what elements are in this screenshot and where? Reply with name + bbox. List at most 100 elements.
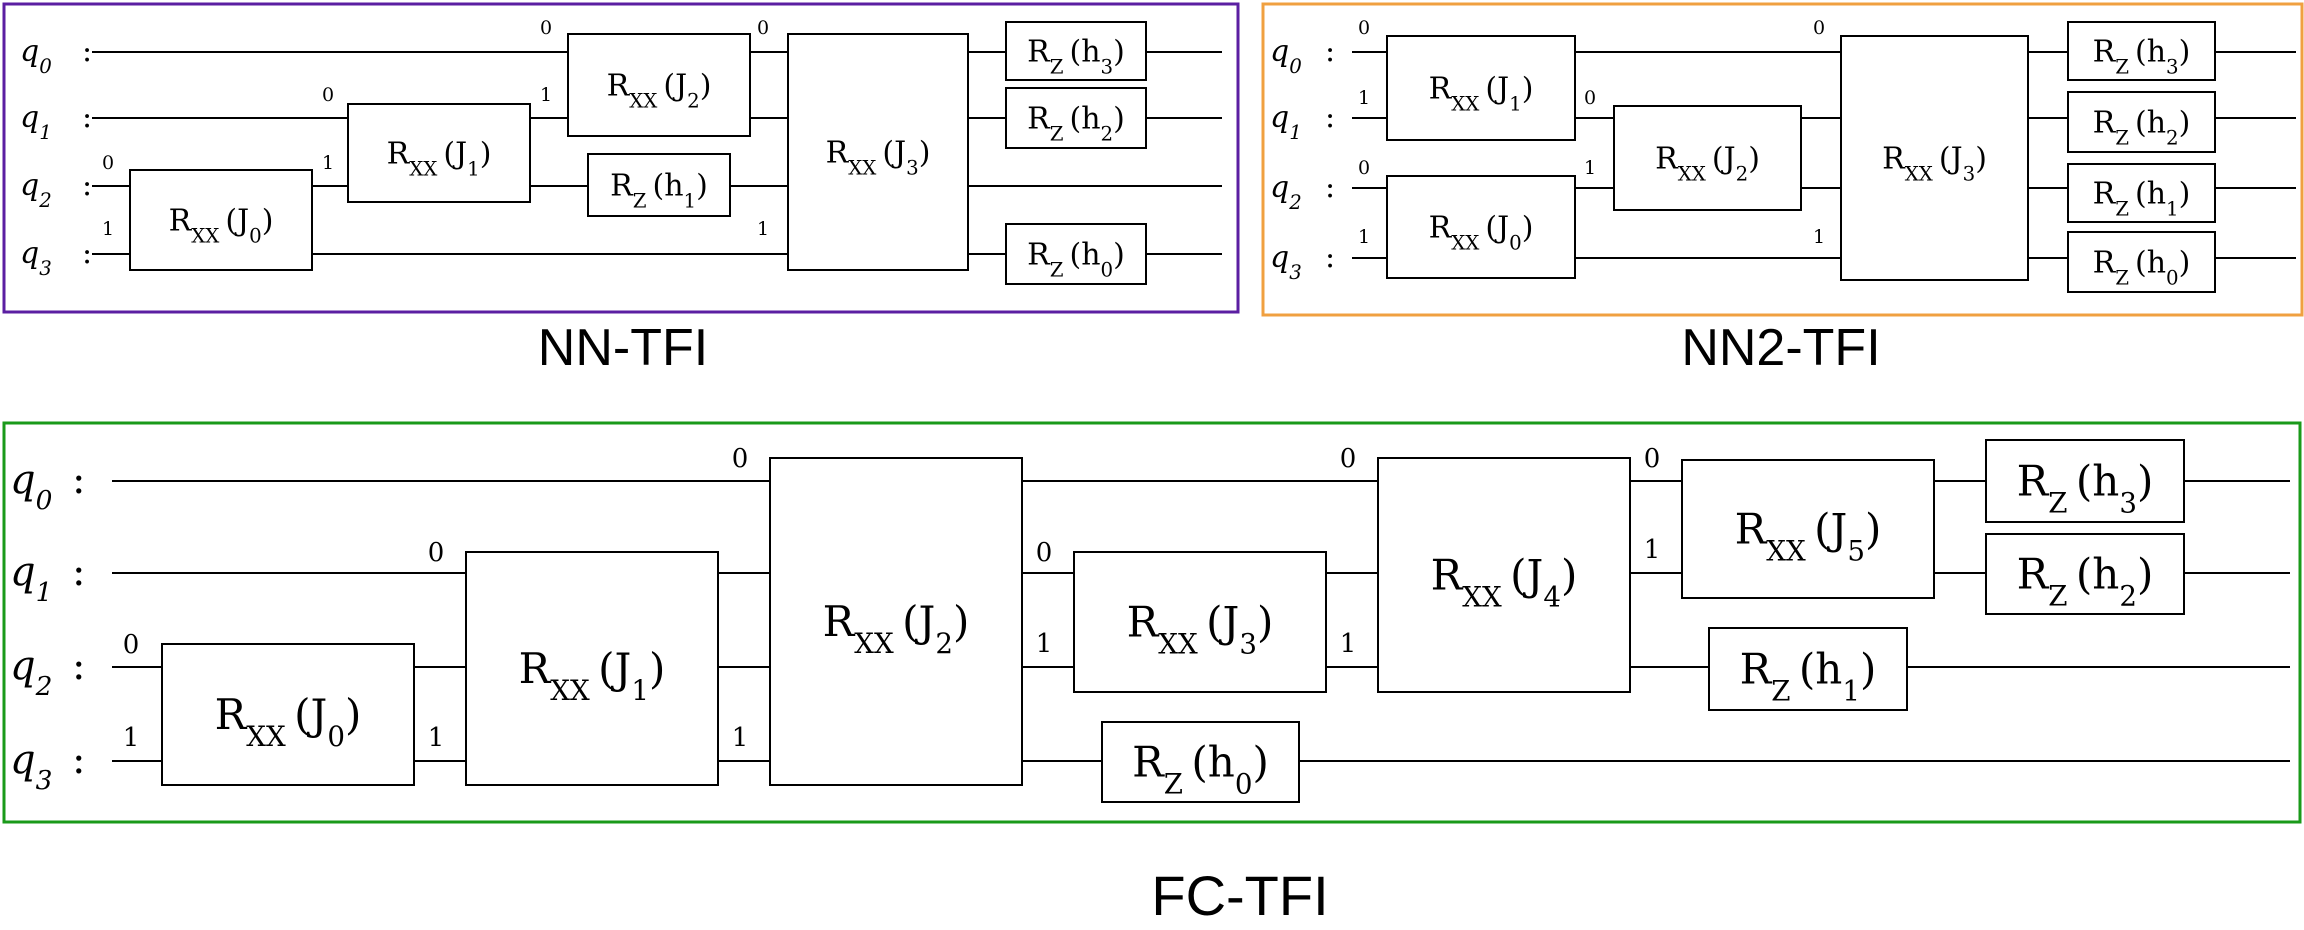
gate-port-label: 1 <box>322 152 334 174</box>
gate-rz-h2: RZ (h2) <box>2067 91 2216 153</box>
gate-box <box>587 153 731 217</box>
gate-rz-h2: RZ (h2) <box>1005 87 1147 149</box>
qubit-label: q2 <box>10 643 52 702</box>
qubit-colon: : <box>82 34 92 69</box>
gate-label: RXX (J0) <box>1429 211 1534 255</box>
gate-port-label: 0 <box>1340 444 1357 474</box>
gate-rxx-j1: RXX (J1)01 <box>1358 17 1576 141</box>
gate-rxx-j0: RXX (J0)01 <box>102 152 313 271</box>
gate-box <box>129 169 313 271</box>
gate-port-label: 0 <box>1813 17 1825 39</box>
gate-rxx-j5: RXX (J5)01 <box>1644 444 1935 599</box>
gate-box <box>1005 21 1147 81</box>
gate-port-label: 0 <box>428 538 445 568</box>
gate-label: RXX (J1) <box>519 644 666 707</box>
gate-label: RZ (h3) <box>1027 35 1125 79</box>
qubit-label: q1 <box>10 549 52 608</box>
gate-rxx-j2: RXX (J2) 0 1 <box>540 17 751 137</box>
gate-label: RXX (J3) <box>1882 142 1987 186</box>
gate-label: RXX (J3) <box>826 136 931 180</box>
gate-box <box>161 643 415 786</box>
gate-rxx-j2: RXX (J2)01 <box>1584 87 1802 211</box>
qubit-colon: : <box>82 168 92 203</box>
qubit-colon: : <box>82 236 92 271</box>
qubit-colon: : <box>1325 100 1335 135</box>
qubit-label: q1 <box>1270 100 1302 144</box>
gate-port-label: 1 <box>123 723 140 753</box>
gate-label: RXX (J1) <box>387 137 492 181</box>
gate-port-label: 0 <box>102 152 114 174</box>
gate-label: RXX (J4) <box>1431 551 1578 614</box>
gate-box <box>1840 35 2029 281</box>
gate-rxx-j0: RXX (J0)01 <box>123 630 415 786</box>
gate-label: RZ (h2) <box>1027 102 1125 146</box>
gate-box <box>1377 457 1631 693</box>
gate-box <box>1386 35 1576 141</box>
panel-caption: NN-TFI <box>538 319 708 377</box>
gate-port-label: 1 <box>1036 629 1053 659</box>
qubit-label: q3 <box>1270 240 1302 284</box>
gate-box <box>1985 439 2185 523</box>
qubit-label: q1 <box>20 100 52 144</box>
gate-label: RZ (h2) <box>2093 106 2191 150</box>
gate-port-label: 1 <box>757 218 769 240</box>
gate-box <box>1005 87 1147 149</box>
qubit-colon: : <box>1325 170 1335 205</box>
gate-rz-h0: RZ (h0) <box>1005 223 1147 285</box>
gate-box <box>1073 551 1327 693</box>
gate-rz-h1: RZ (h1) <box>2067 163 2216 223</box>
gate-port-label: 0 <box>1584 87 1596 109</box>
gate-port-label: 0 <box>1036 538 1053 568</box>
gate-label: RXX (J0) <box>215 690 362 753</box>
qubit-colon: : <box>72 737 85 783</box>
gate-label: RZ (h1) <box>1740 645 1877 708</box>
qubit-label: q3 <box>20 236 52 280</box>
gate-label: RZ (h3) <box>2093 35 2191 79</box>
panel-frame <box>2 2 1240 314</box>
gate-box <box>1985 533 2185 615</box>
gate-rxx-j0: RXX (J0)01 <box>1358 157 1576 279</box>
gate-label: RZ (h2) <box>2017 550 2154 613</box>
qubit-colon: : <box>72 643 85 689</box>
gate-port-label: 1 <box>732 723 749 753</box>
gate-rxx-j3: RXX (J3) 0 1 <box>1813 17 2029 281</box>
gate-port-label: 0 <box>322 84 334 106</box>
gate-box <box>1101 721 1300 803</box>
qubit-label: q2 <box>20 168 52 212</box>
qubit-colon: : <box>1325 240 1335 275</box>
gate-rz-h3: RZ (h3) <box>2067 21 2216 81</box>
gate-box <box>2067 231 2216 293</box>
gate-rxx-j3: RXX (J3)01 <box>1036 538 1327 693</box>
panel-frame <box>1261 2 2304 317</box>
gate-rxx-j1: RXX (J1) 0 1 <box>322 84 531 203</box>
gate-port-label: 1 <box>1584 157 1596 179</box>
gate-port-label: 1 <box>1813 226 1825 248</box>
gate-port-label: 0 <box>1358 17 1370 39</box>
gate-rxx-j3: RXX (J3)01 <box>757 17 969 271</box>
gate-box <box>1386 175 1576 279</box>
qubit-label: q0 <box>1270 34 1302 78</box>
gate-label: RZ (h1) <box>610 169 708 213</box>
panel-caption: NN2-TFI <box>1681 319 1880 377</box>
gate-label: RZ (h0) <box>1132 738 1269 801</box>
gate-rz-h1: RZ (h1) <box>1708 627 1908 711</box>
gate-rz-h0: RZ (h0) <box>2067 231 2216 293</box>
gate-port-label: 1 <box>1644 535 1661 565</box>
qubit-label: q3 <box>10 737 52 796</box>
qubit-colon: : <box>72 549 85 595</box>
gate-box <box>2067 91 2216 153</box>
gate-port-label: 1 <box>1358 226 1370 248</box>
gate-rxx-j4: RXX (J4)01 <box>1340 444 1631 693</box>
gate-label: RZ (h3) <box>2017 457 2154 520</box>
gate-label: RXX (J2) <box>823 597 970 660</box>
gate-port-label: 1 <box>540 84 552 106</box>
gate-label: RXX (J2) <box>607 69 712 113</box>
gate-box <box>465 551 719 786</box>
gate-box <box>347 103 531 203</box>
gate-port-label: 0 <box>540 17 552 39</box>
gate-rxx-j2: RXX (J2)01 <box>732 444 1023 786</box>
gate-label: RZ (h1) <box>2093 177 2191 221</box>
